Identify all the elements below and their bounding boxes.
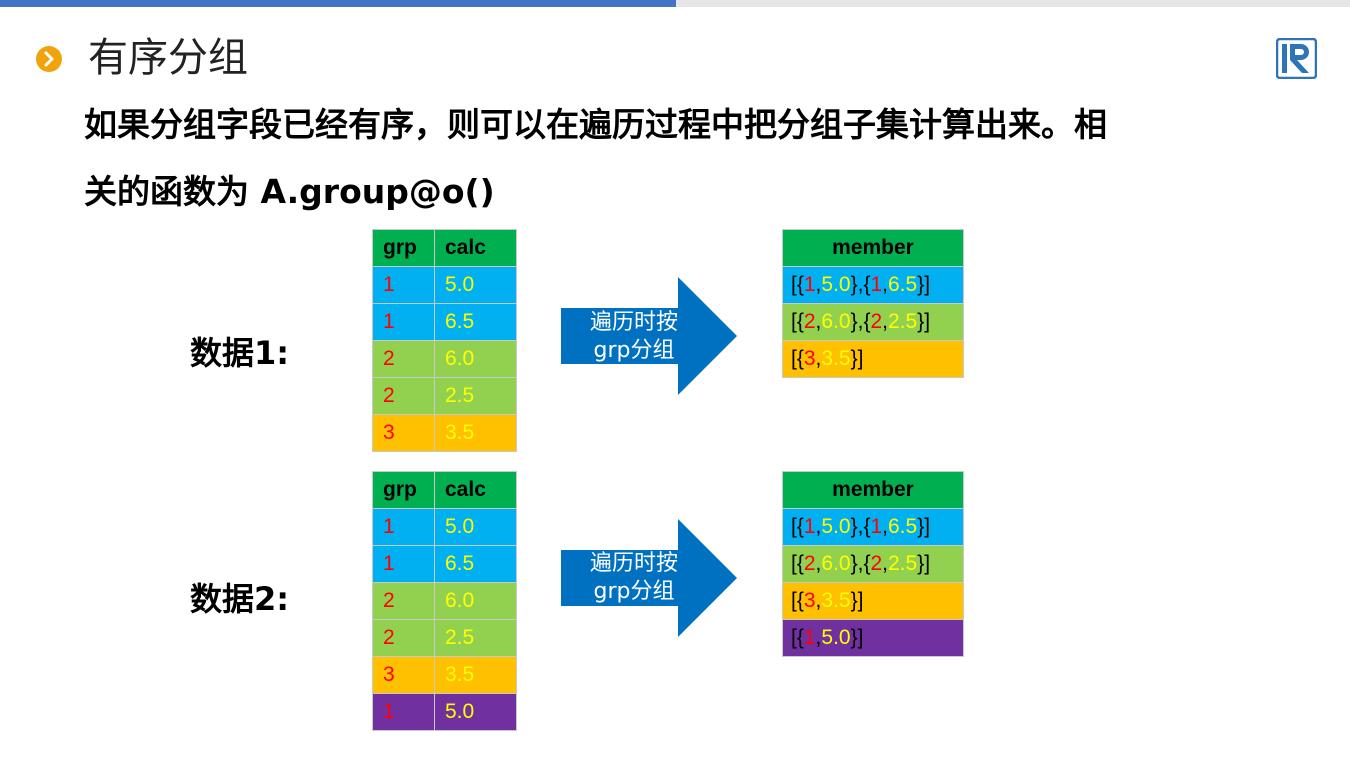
- description-line-1: 如果分组字段已经有序，则可以在遍历过程中把分组子集计算出来。相: [84, 105, 1107, 144]
- table-row: 2 6.0: [372, 582, 517, 620]
- grp-cell: 1: [372, 508, 435, 546]
- dataset-1-result-table: member [{1,5.0},{1,6.5}] [{2,6.0},{2,2.5…: [782, 229, 964, 378]
- member-cell: [{3,3.5}]: [782, 582, 964, 620]
- member-cell: [{2,6.0},{2,2.5}]: [782, 545, 964, 583]
- column-header-member: member: [782, 229, 964, 267]
- table-row: 1 6.5: [372, 303, 517, 341]
- table-row: [{2,6.0},{2,2.5}]: [782, 303, 964, 341]
- column-header-calc: calc: [434, 471, 517, 509]
- member-cell: [{1,5.0},{1,6.5}]: [782, 266, 964, 304]
- grp-cell: 2: [372, 582, 435, 620]
- column-header-grp: grp: [372, 471, 435, 509]
- grp-cell: 3: [372, 414, 435, 452]
- calc-cell: 3.5: [434, 414, 517, 452]
- table-row: [{2,6.0},{2,2.5}]: [782, 545, 964, 583]
- member-cell: [{3,3.5}]: [782, 340, 964, 378]
- dataset-2-result-table: member [{1,5.0},{1,6.5}] [{2,6.0},{2,2.5…: [782, 471, 964, 657]
- grp-cell: 1: [372, 545, 435, 583]
- arrow-label-2: 遍历时按 grp分组: [561, 550, 707, 606]
- calc-cell: 5.0: [434, 693, 517, 731]
- calc-cell: 5.0: [434, 508, 517, 546]
- top-gray-bar: [676, 0, 1350, 7]
- group-arrow-icon: [561, 277, 737, 395]
- table-row: 2 2.5: [372, 619, 517, 657]
- table-header-row: grp calc: [372, 229, 517, 267]
- chevron-right-icon: [36, 46, 62, 72]
- table-row: 2 2.5: [372, 377, 517, 415]
- top-accent-bar: [0, 0, 676, 7]
- dataset-2-source-table: grp calc 1 5.0 1 6.5 2 6.0 2 2.5 3 3.5 1…: [372, 471, 517, 731]
- table-row: 3 3.5: [372, 656, 517, 694]
- description-line-2: 关的函数为 A.group@o(): [84, 172, 495, 211]
- calc-cell: 2.5: [434, 619, 517, 657]
- grp-cell: 2: [372, 377, 435, 415]
- table-row: 1 6.5: [372, 545, 517, 583]
- column-header-calc: calc: [434, 229, 517, 267]
- grp-cell: 1: [372, 693, 435, 731]
- table-row: [{1,5.0},{1,6.5}]: [782, 266, 964, 304]
- calc-cell: 6.0: [434, 340, 517, 378]
- grp-cell: 3: [372, 656, 435, 694]
- grp-cell: 1: [372, 266, 435, 304]
- group-arrow-icon: [561, 519, 737, 637]
- grp-cell: 2: [372, 619, 435, 657]
- column-header-grp: grp: [372, 229, 435, 267]
- slide-title: 有序分组: [88, 35, 248, 81]
- arrow-label-line-1: 遍历时按: [589, 310, 678, 335]
- r-logo-icon: [1275, 37, 1318, 80]
- table-header-row: member: [782, 471, 964, 509]
- table-row: 2 6.0: [372, 340, 517, 378]
- calc-cell: 6.5: [434, 303, 517, 341]
- table-row: [{3,3.5}]: [782, 582, 964, 620]
- calc-cell: 3.5: [434, 656, 517, 694]
- table-row: 1 5.0: [372, 266, 517, 304]
- table-row: [{1,5.0}]: [782, 619, 964, 657]
- arrow-label-1: 遍历时按 grp分组: [561, 309, 707, 365]
- calc-cell: 6.0: [434, 582, 517, 620]
- table-row: [{3,3.5}]: [782, 340, 964, 378]
- dataset-1-source-table: grp calc 1 5.0 1 6.5 2 6.0 2 2.5 3 3.5: [372, 229, 517, 452]
- dataset-1-label: 数据1:: [190, 334, 290, 372]
- column-header-member: member: [782, 471, 964, 509]
- table-row: [{1,5.0},{1,6.5}]: [782, 508, 964, 546]
- calc-cell: 2.5: [434, 377, 517, 415]
- calc-cell: 5.0: [434, 266, 517, 304]
- dataset-2-label: 数据2:: [190, 580, 290, 618]
- member-cell: [{1,5.0},{1,6.5}]: [782, 508, 964, 546]
- member-cell: [{2,6.0},{2,2.5}]: [782, 303, 964, 341]
- arrow-label-line-2: grp分组: [593, 579, 675, 604]
- grp-cell: 2: [372, 340, 435, 378]
- arrow-label-line-1: 遍历时按: [589, 551, 678, 576]
- calc-cell: 6.5: [434, 545, 517, 583]
- table-row: 3 3.5: [372, 414, 517, 452]
- table-header-row: grp calc: [372, 471, 517, 509]
- table-header-row: member: [782, 229, 964, 267]
- member-cell: [{1,5.0}]: [782, 619, 964, 657]
- arrow-label-line-2: grp分组: [593, 338, 675, 363]
- table-row: 1 5.0: [372, 693, 517, 731]
- table-row: 1 5.0: [372, 508, 517, 546]
- grp-cell: 1: [372, 303, 435, 341]
